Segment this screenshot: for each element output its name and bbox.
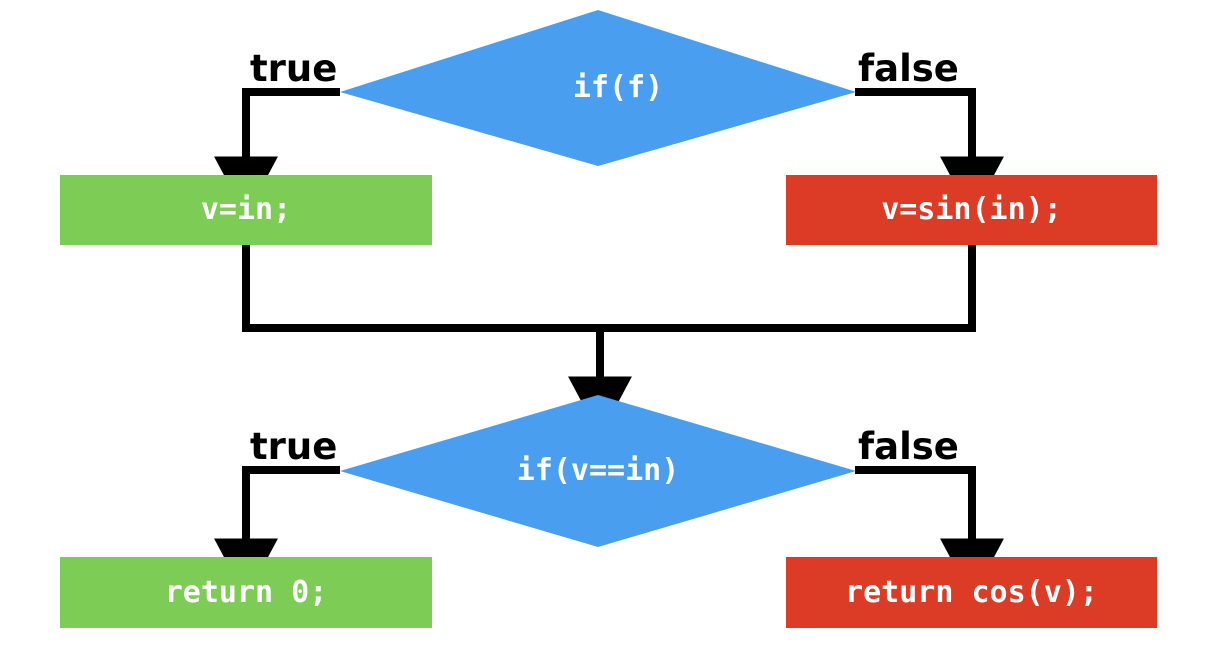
edge-label-true-bottom: true [250,425,338,468]
decision-if-v-eq-in-label: if(v==in) [516,453,680,488]
decision-if-f[interactable] [340,10,856,166]
connector-if-v-true [214,466,340,599]
edge-label-true-top: true [250,47,338,90]
diamond-fill [340,10,856,166]
edge-label-false-top: false [858,47,959,90]
decision-if-f-label: if(f) [572,70,664,105]
diamond-fill [340,395,856,547]
edge-label-false-bottom: false [858,425,959,468]
process-v-sin-in[interactable]: v=sin(in); [786,175,1157,245]
connector-if-f-true [214,88,340,217]
process-return-cos-v[interactable]: return cos(v); [786,557,1157,628]
process-return-0[interactable]: return 0; [60,557,432,628]
connector-if-f-false [855,88,1004,217]
process-return-0-label: return 0; [164,574,328,610]
process-v-in[interactable]: v=in; [60,175,432,245]
decision-if-v-eq-in[interactable] [340,395,856,547]
process-v-sin-in-label: v=sin(in); [881,192,1062,227]
connector-if-v-false [855,466,1004,599]
decision-if-v-eq-in-label-wrap: if(v==in) [340,395,856,547]
decision-if-f-label-wrap: if(f) [340,10,856,166]
process-v-in-label: v=in; [200,192,292,227]
process-return-cos-v-label: return cos(v); [845,574,1098,610]
